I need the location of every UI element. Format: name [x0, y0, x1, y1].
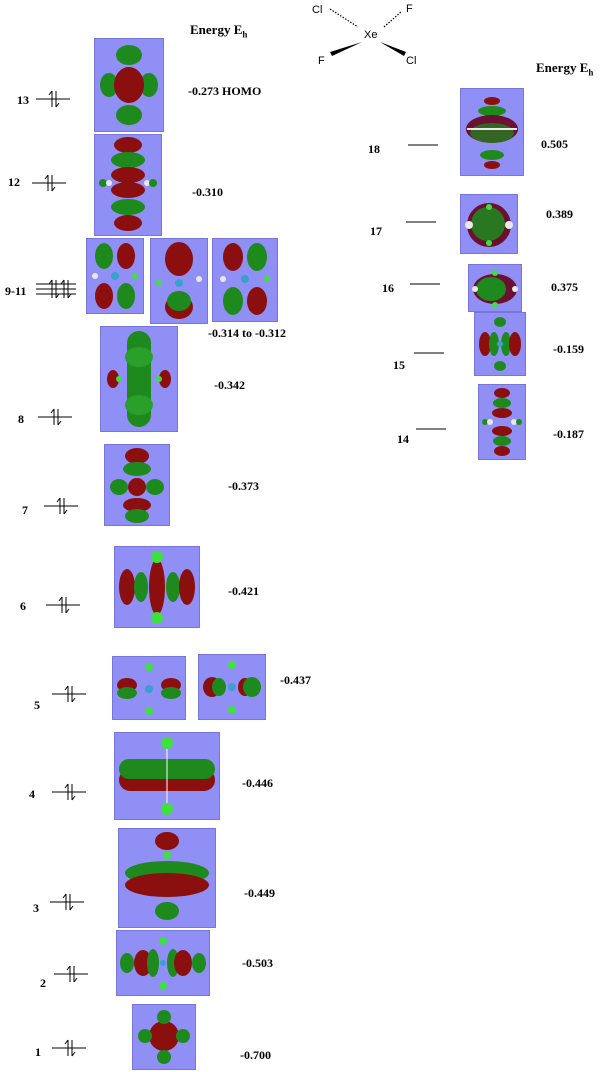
orbital-image-14: [478, 384, 526, 460]
energy-level-8: [38, 408, 72, 426]
xe-atom-label: Xe: [364, 29, 377, 41]
orbital-image-9: [86, 238, 144, 314]
f-atom-label: F: [406, 3, 413, 15]
mo-label: 6: [20, 599, 26, 613]
mo-label: 17: [370, 224, 382, 238]
energy-value: -0.700: [240, 1048, 271, 1062]
orbital-image-6: [114, 546, 200, 628]
energy-value: -0.437: [280, 673, 311, 687]
mo-label: 5: [34, 698, 40, 712]
orbital-image-2: [116, 930, 210, 996]
mo-label: 7: [22, 503, 28, 517]
energy-level-6: [46, 596, 80, 614]
energy-level-9-11: [36, 279, 76, 299]
orbital-image-5b: [198, 654, 266, 720]
orbital-image-11: [212, 238, 278, 322]
energy-value: -0.421: [228, 584, 259, 598]
orbital-image-4: [114, 732, 220, 820]
orbital-image-8: [100, 326, 178, 432]
energy-header-right: Energy Eh: [536, 60, 594, 78]
mo-label: 3: [33, 901, 39, 915]
energy-level-15: [414, 352, 444, 354]
energy-level-2: [54, 965, 88, 983]
energy-level-3: [50, 893, 84, 911]
energy-value: -0.342: [214, 378, 245, 392]
cl-atom-label: Cl: [312, 4, 322, 16]
orbital-image-5a: [112, 656, 186, 720]
orbital-image-12: [94, 134, 162, 236]
mo-label: 18: [368, 142, 380, 156]
energy-value: 0.389: [546, 207, 573, 221]
energy-level-14: [416, 428, 446, 430]
orbital-image-10: [150, 238, 208, 324]
energy-level-17: [406, 221, 436, 223]
mo-label: 12: [8, 175, 20, 189]
energy-value: -0.159: [553, 342, 584, 356]
energy-header-left: Energy Eh: [190, 22, 248, 40]
mo-label: 15: [393, 358, 405, 372]
energy-level-1: [52, 1039, 86, 1057]
energy-value: 0.375: [551, 280, 578, 294]
cl-atom-label: Cl: [406, 55, 416, 67]
energy-value: -0.446: [242, 776, 273, 790]
energy-value: -0.273 HOMO: [188, 84, 262, 98]
energy-value: -0.503: [242, 956, 273, 970]
energy-value: -0.314 to -0.312: [208, 326, 286, 340]
energy-level-4: [52, 783, 86, 801]
f-atom-label: F: [318, 55, 325, 67]
energy-value: 0.505: [541, 137, 568, 151]
energy-level-13: [36, 90, 70, 108]
energy-level-7: [44, 497, 78, 515]
mo-label: 16: [382, 281, 394, 295]
orbital-image-17: [460, 194, 518, 254]
mo-label: 4: [29, 787, 35, 801]
energy-value: -0.310: [192, 185, 223, 199]
energy-value: -0.449: [244, 886, 275, 900]
mo-label: 13: [17, 93, 29, 107]
orbital-image-3: [118, 828, 216, 928]
orbital-image-18: [460, 88, 524, 176]
mo-label: 14: [397, 432, 409, 446]
xecl2f2-structure: Xe Cl F F Cl: [312, 3, 416, 67]
orbital-image-16: [468, 264, 522, 312]
mo-label: 8: [18, 412, 24, 426]
energy-level-12: [32, 174, 66, 192]
mo-label: 2: [40, 976, 46, 990]
energy-level-18: [408, 144, 438, 146]
mo-label: 1: [35, 1045, 41, 1059]
mo-label: 9-11: [5, 284, 27, 298]
orbital-image-7: [104, 444, 170, 526]
energy-value: -0.187: [553, 427, 584, 441]
orbital-image-1: [132, 1004, 196, 1070]
energy-level-5: [52, 685, 86, 703]
orbital-image-15: [474, 312, 526, 376]
energy-value: -0.373: [228, 479, 259, 493]
orbital-image-13: [94, 38, 164, 132]
energy-level-16: [410, 283, 440, 285]
